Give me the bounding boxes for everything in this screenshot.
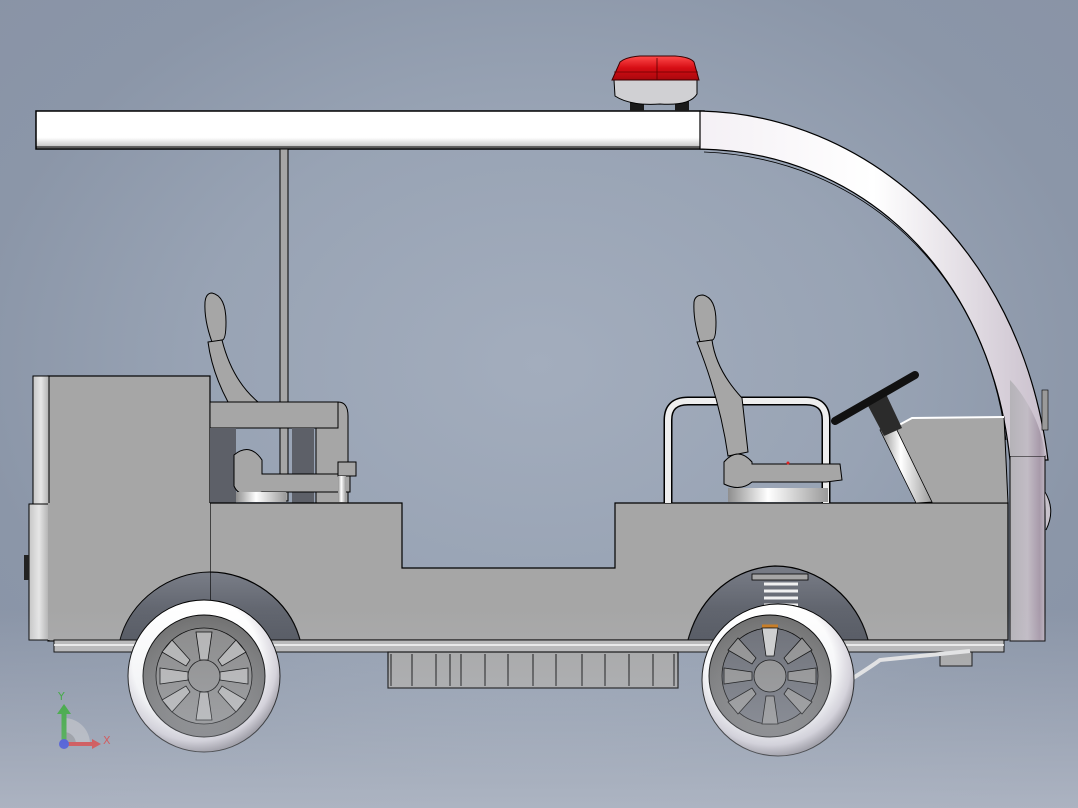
front-seat-rail[interactable] (665, 398, 829, 503)
x-axis-label: X (103, 734, 111, 747)
rear-seat[interactable] (204, 292, 357, 504)
steering-column[interactable] (866, 394, 933, 504)
rear-wheel[interactable] (127, 599, 281, 753)
z-axis-dot (59, 739, 69, 749)
warning-light-bar[interactable] (611, 55, 700, 111)
coordinate-triad[interactable]: Y X (57, 690, 111, 749)
roof-canopy[interactable] (35, 110, 705, 150)
front-seat[interactable] (693, 294, 843, 502)
body-side-panel[interactable] (209, 502, 1009, 641)
battery-pack[interactable] (387, 651, 679, 689)
steering-wheel[interactable] (831, 371, 919, 425)
front-pillar[interactable] (1009, 380, 1052, 642)
roof-pillar[interactable] (279, 148, 289, 502)
front-wheel[interactable] (701, 603, 855, 757)
y-axis-label: Y (57, 690, 65, 703)
